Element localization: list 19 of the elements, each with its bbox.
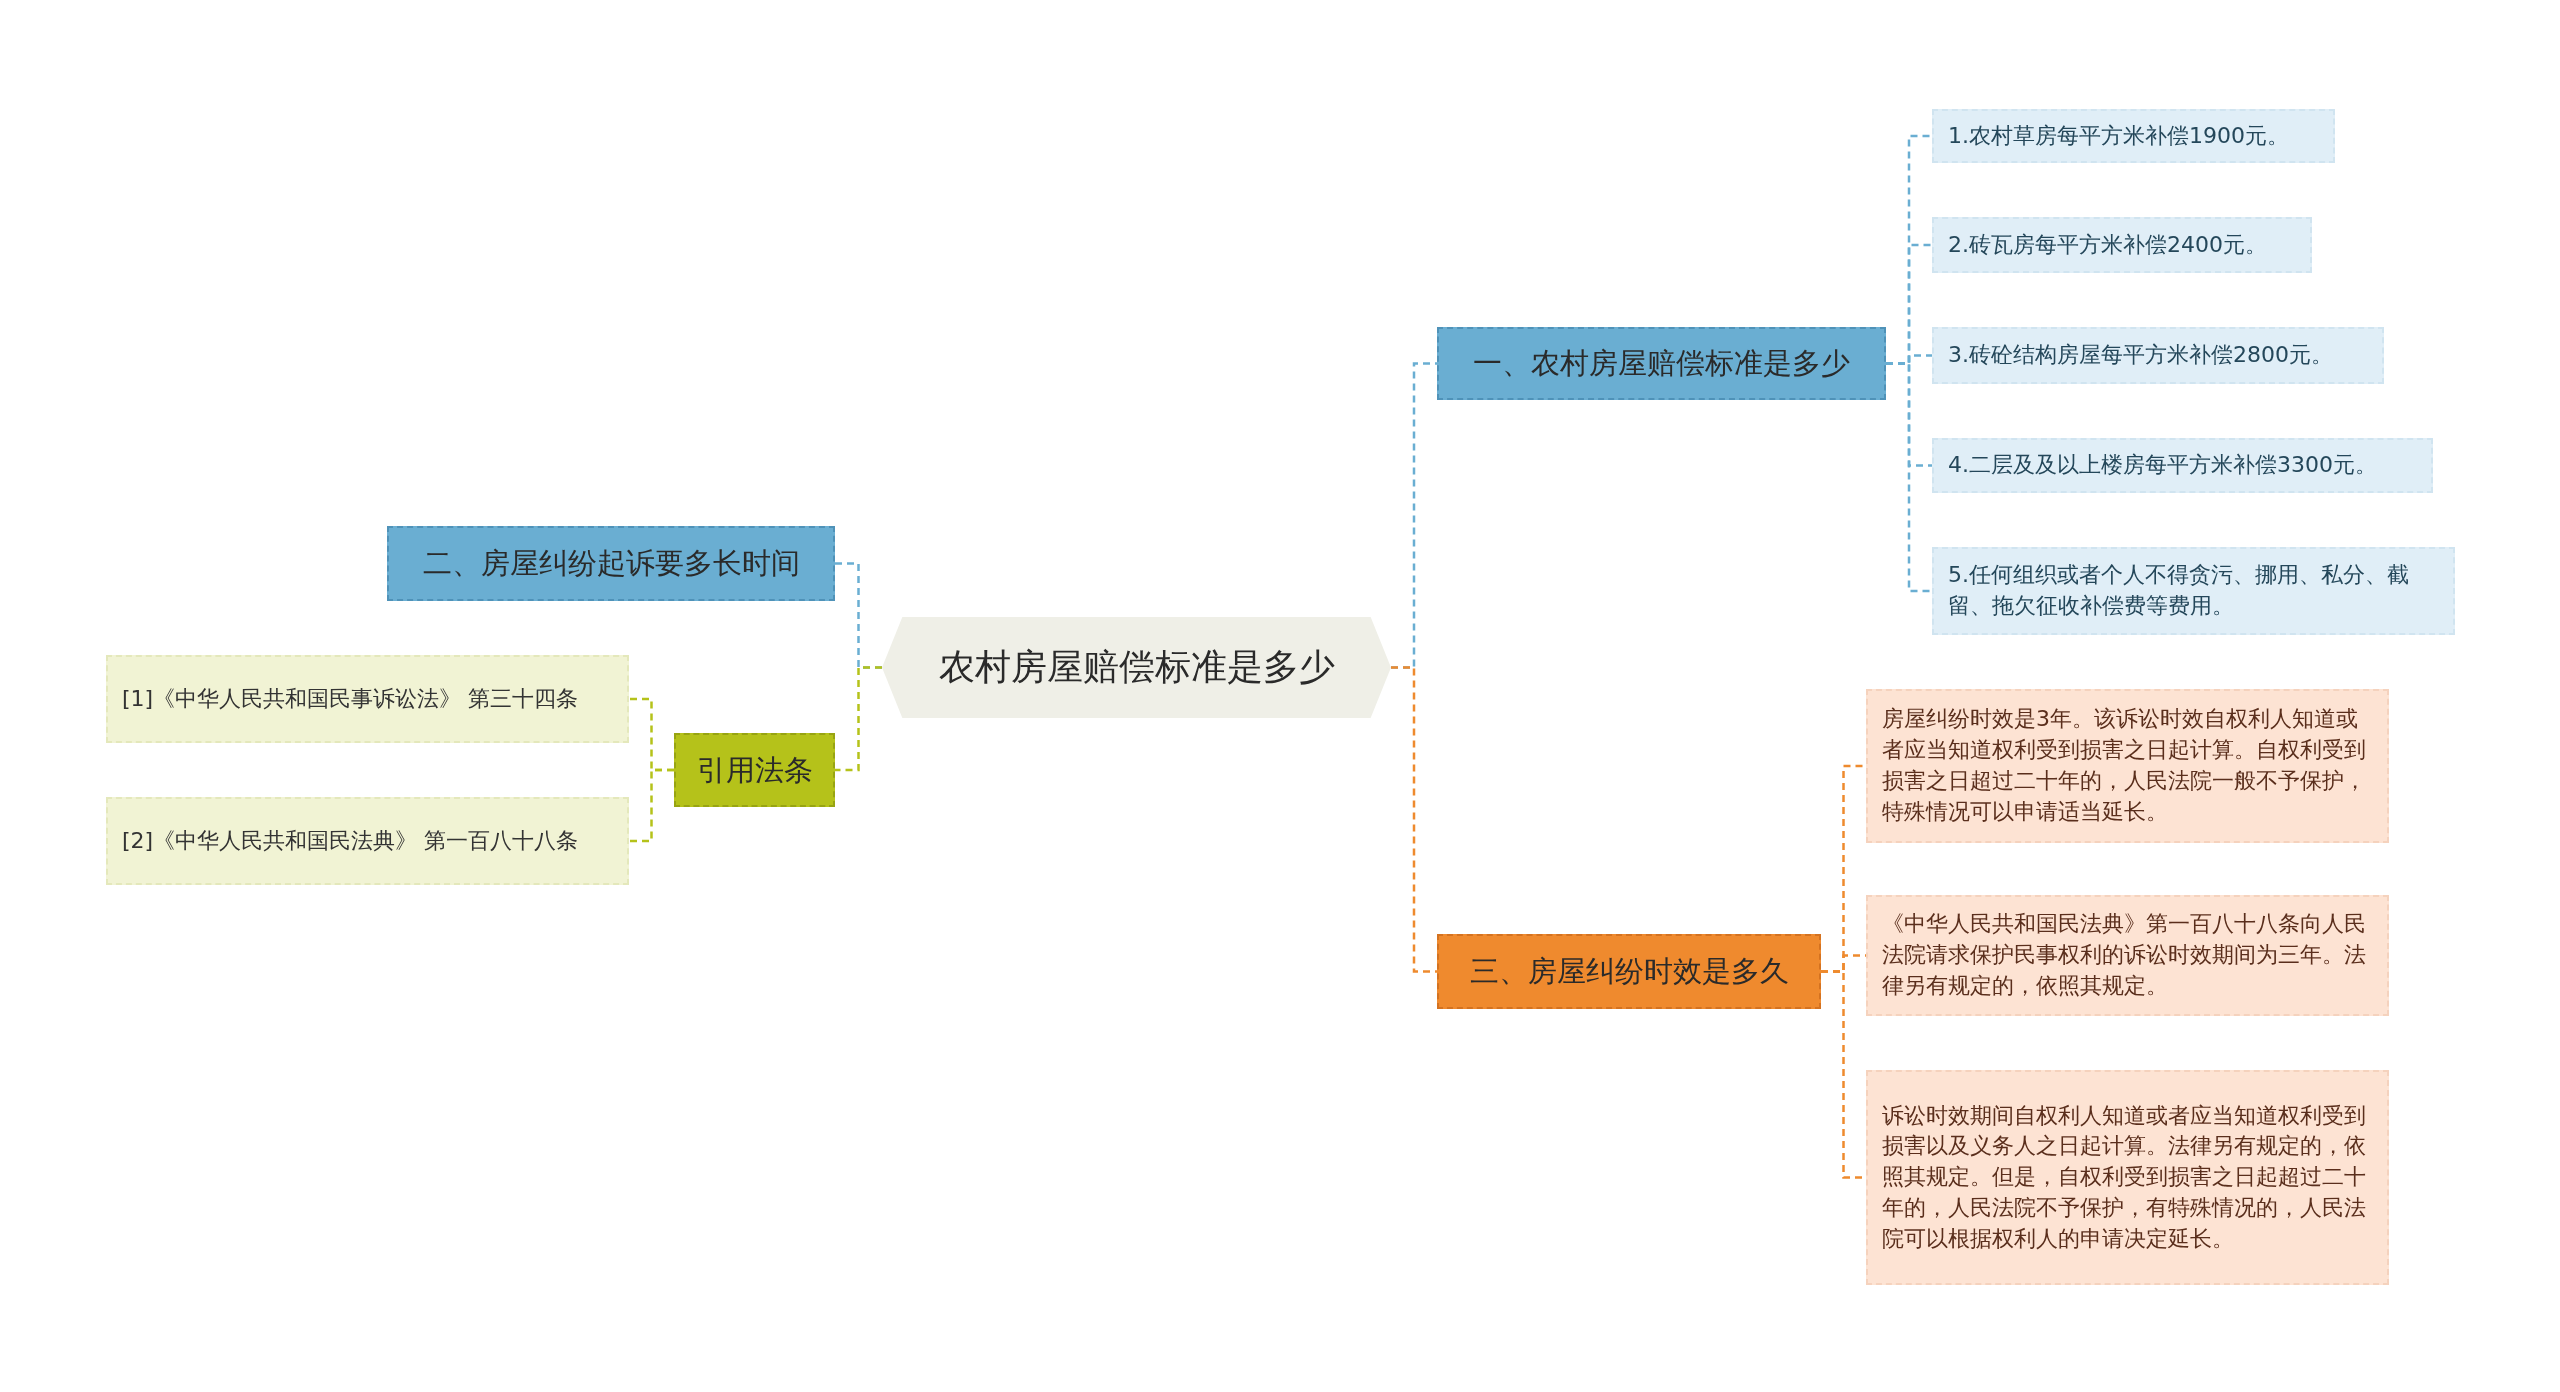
- topic-box: 一、农村房屋赔偿标准是多少: [1437, 327, 1886, 400]
- subtopic-box: 诉讼时效期间自权利人知道或者应当知道权利受到损害以及义务人之日起计算。法律另有规定的，依照其规定。但是，自权利受到损害之日起超过二十年的，人民法院不予保护，有特殊情况的，人民法院可以根据权利人的申请决定延长。: [1866, 1070, 2389, 1285]
- subtopic-box: [1]《中华人民共和国民事诉讼法》 第三十四条: [106, 655, 629, 743]
- subtopic-box: 4.二层及及以上楼房每平方米补偿3300元。: [1932, 438, 2433, 493]
- connector-line: [1886, 362, 1932, 593]
- connector-line: [835, 666, 882, 772]
- connector-line: [629, 768, 674, 843]
- topic-box: 三、房屋纠纷时效是多久: [1437, 934, 1821, 1009]
- subtopic-box: 《中华人民共和国民法典》第一百八十八条向人民法院请求保护民事权利的诉讼时效期间为三年。法律另有规定的，依照其规定。: [1866, 895, 2389, 1016]
- central-topic: 农村房屋赔偿标准是多少: [882, 617, 1391, 718]
- subtopic-box: 房屋纠纷时效是3年。该诉讼时效自权利人知道或者应当知道权利受到损害之日起计算。自权利受到损害之日超过二十年的，人民法院一般不予保护，特殊情况可以申请适当延长。: [1866, 689, 2389, 843]
- connector-line: [1391, 666, 1437, 973]
- subtopic-box: [2]《中华人民共和国民法典》 第一百八十八条: [106, 797, 629, 885]
- topic-box: 二、房屋纠纷起诉要多长时间: [387, 526, 835, 601]
- subtopic-box: 1.农村草房每平方米补偿1900元。: [1932, 109, 2335, 163]
- subtopic-box: 3.砖砼结构房屋每平方米补偿2800元。: [1932, 327, 2384, 384]
- subtopic-box: 5.任何组织或者个人不得贪污、挪用、私分、截留、拖欠征收补偿费等费用。: [1932, 547, 2455, 635]
- topic-box: 引用法条: [674, 733, 835, 807]
- subtopic-box: 2.砖瓦房每平方米补偿2400元。: [1932, 217, 2312, 273]
